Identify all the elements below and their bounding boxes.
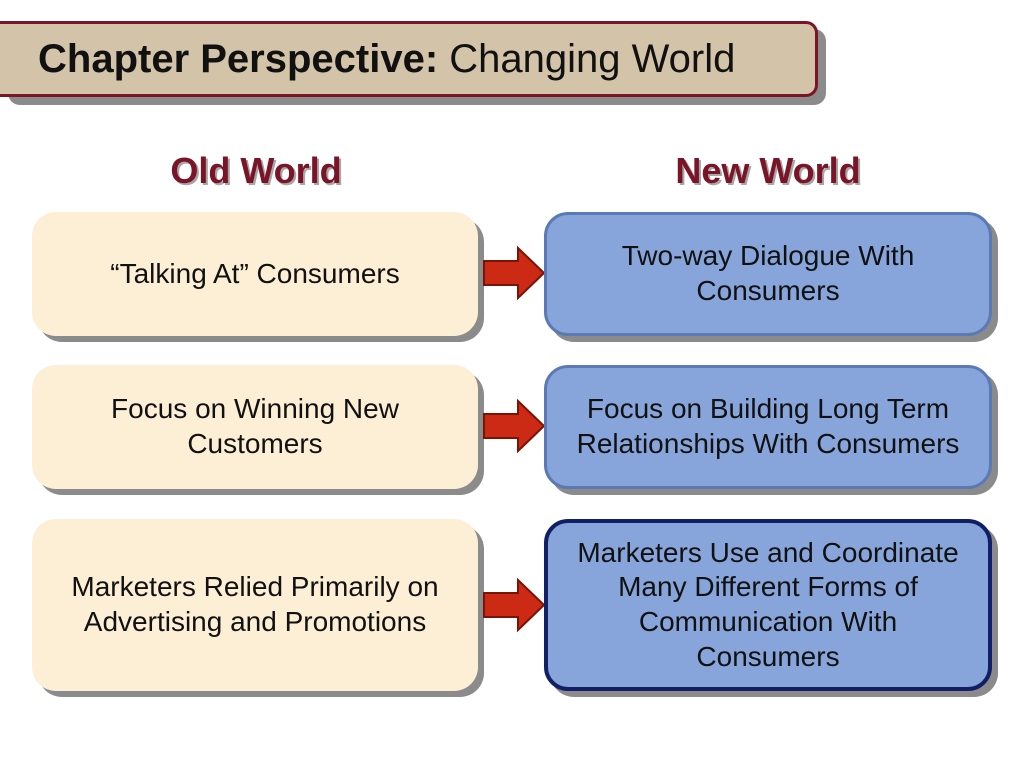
old-world-box: “Talking At” Consumers: [32, 212, 478, 336]
new-world-box: Focus on Building Long Term Relationship…: [544, 365, 992, 489]
right-arrow-icon: [483, 577, 546, 633]
old-world-heading: Old World: [170, 150, 342, 191]
new-world-box: Two-way Dialogue With Consumers: [544, 212, 992, 336]
new-world-box: Marketers Use and Coordinate Many Differ…: [544, 519, 992, 691]
title-rest-text: Changing World: [449, 36, 736, 81]
right-arrow-icon: [483, 398, 546, 454]
new-world-text: Focus on Building Long Term Relationship…: [576, 393, 960, 459]
new-world-heading: New World: [675, 150, 861, 191]
old-world-box: Focus on Winning New Customers: [32, 365, 478, 489]
old-world-box: Marketers Relied Primarily on Advertisin…: [32, 519, 478, 691]
new-world-text: Two-way Dialogue With Consumers: [621, 240, 915, 306]
right-arrow-icon: [483, 245, 546, 301]
title-bar: Chapter Perspective: Changing World: [0, 21, 818, 97]
old-world-text: Focus on Winning New Customers: [111, 393, 399, 459]
old-world-text: “Talking At” Consumers: [110, 257, 400, 289]
old-world-text: Marketers Relied Primarily on Advertisin…: [71, 571, 439, 637]
title-bold-text: Chapter Perspective:: [38, 36, 439, 81]
new-world-text: Marketers Use and Coordinate Many Differ…: [577, 536, 959, 672]
